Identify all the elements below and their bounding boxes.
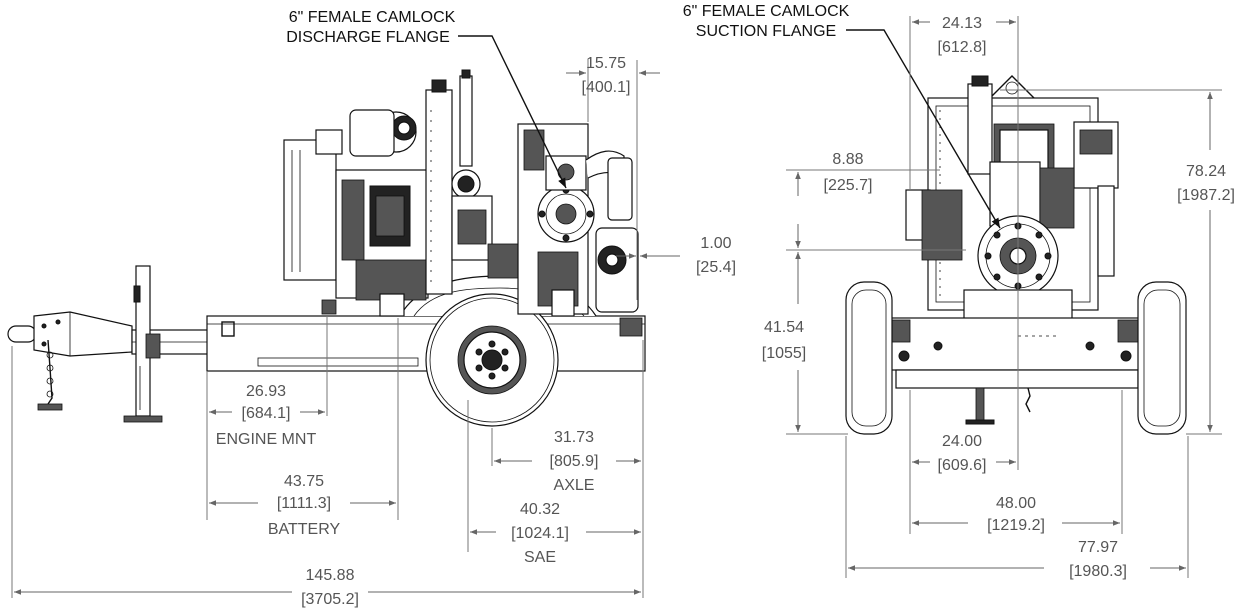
dim-flange-width-mm: [612.8] (938, 39, 987, 56)
dim-frame-width-in: 24.00 (942, 433, 982, 450)
side-view (7, 69, 646, 427)
side-dimensions (11, 35, 680, 598)
dim-track-width-in: 48.00 (996, 495, 1036, 512)
dim-battery-mm: [1111.3] (277, 495, 331, 512)
dim-axle-label: AXLE (554, 477, 595, 494)
discharge-leader (458, 35, 567, 189)
dim-flange-offset-mm: [400.1] (582, 79, 631, 96)
dim-flange-width-in: 24.13 (942, 15, 982, 32)
dim-overall-length-in: 145.88 (306, 567, 355, 584)
suction-leader (846, 29, 1001, 229)
dim-frame-width-mm: [609.6] (938, 457, 987, 474)
dim-track-width-mm: [1219.2] (987, 517, 1045, 534)
dim-engine-mount-in: 26.93 (246, 383, 286, 400)
end-engine (905, 75, 1119, 321)
suction-callout-line2: SUCTION FLANGE (696, 23, 836, 40)
end-dimensions (786, 16, 1222, 578)
dim-sae-in: 40.32 (520, 501, 560, 518)
end-view-labels: 6" FEMALE CAMLOCK SUCTION FLANGE 24.13 [… (683, 3, 1235, 580)
dim-overall-length-mm: [3705.2] (301, 591, 359, 608)
dim-suction-offset-in: 8.88 (832, 151, 863, 168)
end-axle (877, 317, 1145, 425)
dim-axle-in: 31.73 (554, 429, 594, 446)
dim-overall-height-in: 78.24 (1186, 163, 1226, 180)
discharge-callout-line1: 6" FEMALE CAMLOCK (289, 9, 456, 26)
dim-suction-height-in: 41.54 (764, 319, 804, 336)
dim-engine-mount-label: ENGINE MNT (216, 431, 317, 448)
discharge-callout-line2: DISCHARGE FLANGE (286, 29, 450, 46)
suction-callout-line1: 6" FEMALE CAMLOCK (683, 3, 850, 20)
side-view-labels: 6" FEMALE CAMLOCK DISCHARGE FLANGE 15.75… (216, 9, 736, 608)
dim-overall-height-mm: [1987.2] (1177, 187, 1235, 204)
dim-flange-offset-in: 15.75 (586, 55, 626, 72)
dim-suction-offset-mm: [225.7] (824, 177, 873, 194)
dim-overall-width-in: 77.97 (1078, 539, 1118, 556)
engine-assembly (283, 109, 429, 317)
side-wheel (425, 293, 559, 427)
end-view (845, 75, 1187, 435)
hitch-tongue (7, 311, 211, 411)
jack-stand (123, 265, 163, 423)
dim-coupling-offset-in: 1.00 (700, 235, 731, 252)
dim-overall-width-mm: [1980.3] (1069, 563, 1127, 580)
dim-coupling-offset-mm: [25.4] (696, 259, 736, 276)
dim-battery-in: 43.75 (284, 473, 324, 490)
end-tires (845, 281, 1187, 435)
dim-axle-mm: [805.9] (550, 453, 599, 470)
dim-suction-height-mm: [1055] (762, 345, 806, 362)
dim-sae-mm: [1024.1] (511, 525, 569, 542)
dim-sae-label: SAE (524, 549, 556, 566)
dim-battery-label: BATTERY (268, 521, 341, 538)
dim-engine-mount-mm: [684.1] (242, 405, 291, 422)
pump-end (517, 123, 639, 317)
